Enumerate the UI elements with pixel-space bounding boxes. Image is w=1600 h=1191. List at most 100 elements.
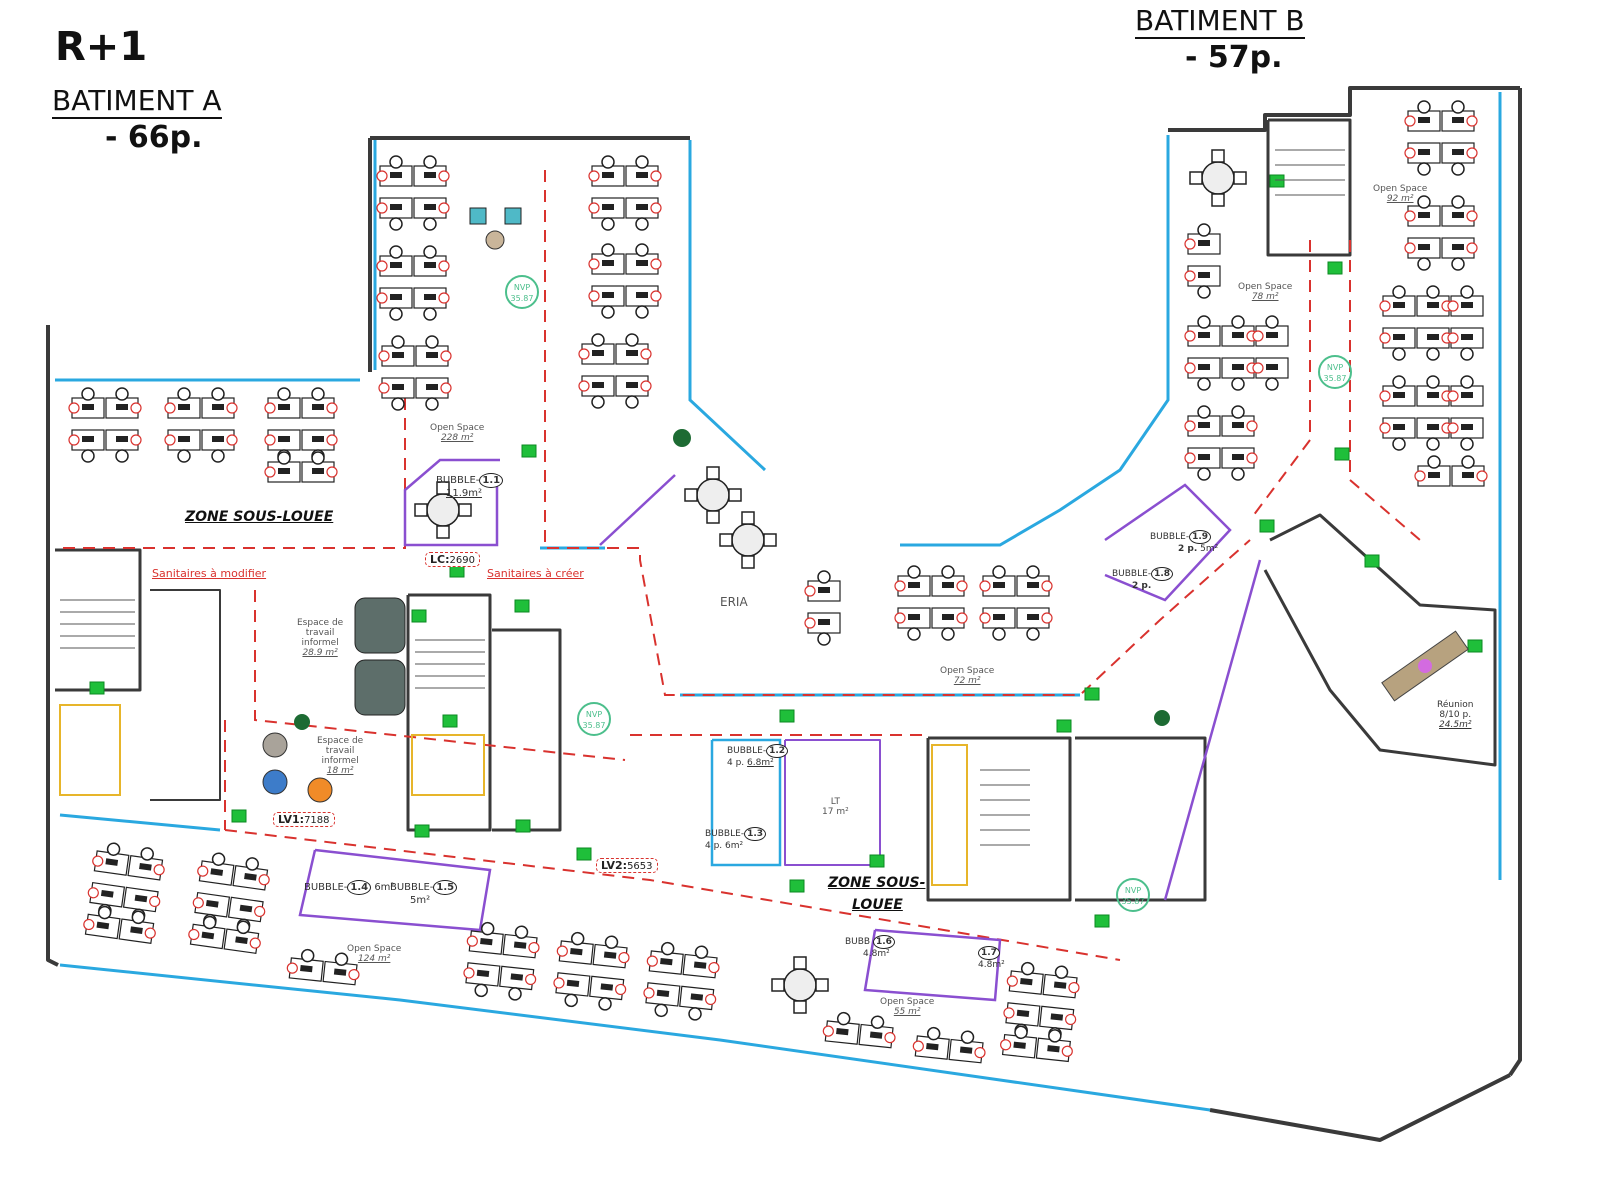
monitor xyxy=(908,582,920,588)
room-name: informel xyxy=(301,638,339,648)
power-outlet-icon xyxy=(643,987,655,999)
exit-sign-icon xyxy=(789,879,805,893)
bubble-capacity: 4 p. xyxy=(705,841,723,851)
monitor xyxy=(626,382,638,388)
stairs-b-treads xyxy=(1275,149,1345,196)
power-outlet-icon xyxy=(1447,332,1459,344)
room-name: Open Space xyxy=(347,944,402,954)
desk-cluster xyxy=(588,243,662,319)
power-outlet-icon xyxy=(264,402,276,414)
chair xyxy=(601,155,615,169)
monitor xyxy=(1198,422,1210,428)
chair xyxy=(81,449,95,463)
circ-mid xyxy=(254,590,626,761)
bubble-capacity: 2 p. xyxy=(1178,544,1198,554)
power-outlet-icon xyxy=(376,170,388,182)
power-outlet-icon xyxy=(226,434,238,446)
monitor xyxy=(1427,302,1439,308)
monitor xyxy=(130,926,143,934)
chair xyxy=(564,993,578,1008)
stairs-core-b-treads xyxy=(980,769,1030,846)
monitor xyxy=(602,204,614,210)
power-outlet-icon xyxy=(149,895,161,908)
zone-sous-louee-b-line2: LOUEE xyxy=(852,897,903,913)
chair xyxy=(115,387,129,401)
monitor xyxy=(96,921,110,930)
chair xyxy=(719,533,733,547)
monitor xyxy=(278,404,290,410)
chair xyxy=(1211,149,1225,163)
exit-sign-icon xyxy=(231,809,247,823)
chair xyxy=(211,449,225,463)
bubble-number: 1.3 xyxy=(744,827,767,841)
power-outlet-icon xyxy=(650,202,662,214)
chair xyxy=(907,565,921,579)
power-outlet-icon xyxy=(249,937,261,949)
nvp-label: NVP xyxy=(585,710,603,719)
bubble-capacity: 4 p. xyxy=(727,758,745,768)
power-outlet-icon xyxy=(376,202,388,214)
power-outlet-icon xyxy=(1000,1039,1012,1051)
chair xyxy=(211,387,225,401)
power-outlet-icon xyxy=(258,874,270,886)
desk-cluster xyxy=(164,387,238,463)
power-outlet-icon xyxy=(438,292,450,304)
nvp-value: 35.87 xyxy=(510,294,534,303)
bubble-number: 1.6 xyxy=(873,935,895,949)
monitor xyxy=(212,436,224,442)
desk-cluster xyxy=(979,565,1053,641)
booth-1 xyxy=(354,597,406,654)
power-outlet-icon xyxy=(1061,1045,1073,1057)
power-outlet-icon xyxy=(466,935,478,947)
chair xyxy=(1460,285,1474,299)
power-outlet-icon xyxy=(1379,390,1391,402)
chair xyxy=(1451,100,1465,114)
chair xyxy=(570,931,585,946)
tag-lv1: LV1:7188 xyxy=(273,812,335,827)
building-b-name: BATIMENT B xyxy=(1135,4,1305,39)
chair xyxy=(941,627,955,641)
power-outlet-icon xyxy=(254,905,266,918)
lifts-b xyxy=(1075,736,1207,902)
power-outlet-icon xyxy=(1246,452,1258,464)
monitor xyxy=(105,858,119,866)
monitor xyxy=(993,582,1005,588)
power-outlet-icon xyxy=(440,350,452,362)
chair xyxy=(591,395,605,409)
power-outlet-icon xyxy=(164,434,176,446)
chair xyxy=(926,1026,941,1041)
bubble-label: BUBBLE xyxy=(1112,569,1148,579)
power-outlet-icon xyxy=(326,466,338,478)
exit-sign-icon xyxy=(514,599,530,613)
room-area: 24.5m² xyxy=(1439,720,1472,730)
round-table xyxy=(696,478,730,512)
desk-cluster xyxy=(643,941,720,1021)
power-outlet-icon xyxy=(588,258,600,270)
glazing-south xyxy=(59,963,1211,1112)
bubble-label: BUBB xyxy=(845,937,871,947)
chair xyxy=(1427,455,1441,469)
chair xyxy=(741,555,755,569)
chair xyxy=(81,387,95,401)
chair xyxy=(425,397,439,411)
power-outlet-icon xyxy=(578,380,590,392)
monitor xyxy=(205,899,219,908)
power-outlet-icon xyxy=(226,402,238,414)
partition-cafe xyxy=(599,474,676,546)
desk-cluster xyxy=(822,1011,896,1049)
monitor xyxy=(1047,1045,1060,1053)
chair xyxy=(389,307,403,321)
room-name: Espace de xyxy=(297,618,344,628)
tag-value: 2690 xyxy=(449,555,475,566)
glazing-b-curve xyxy=(900,135,1170,547)
tag-value: 7188 xyxy=(304,815,330,826)
power-outlet-icon xyxy=(525,973,537,986)
chair xyxy=(601,217,615,231)
chair xyxy=(992,627,1006,641)
monitor xyxy=(1428,472,1440,478)
desk-clusters xyxy=(68,100,1488,1064)
